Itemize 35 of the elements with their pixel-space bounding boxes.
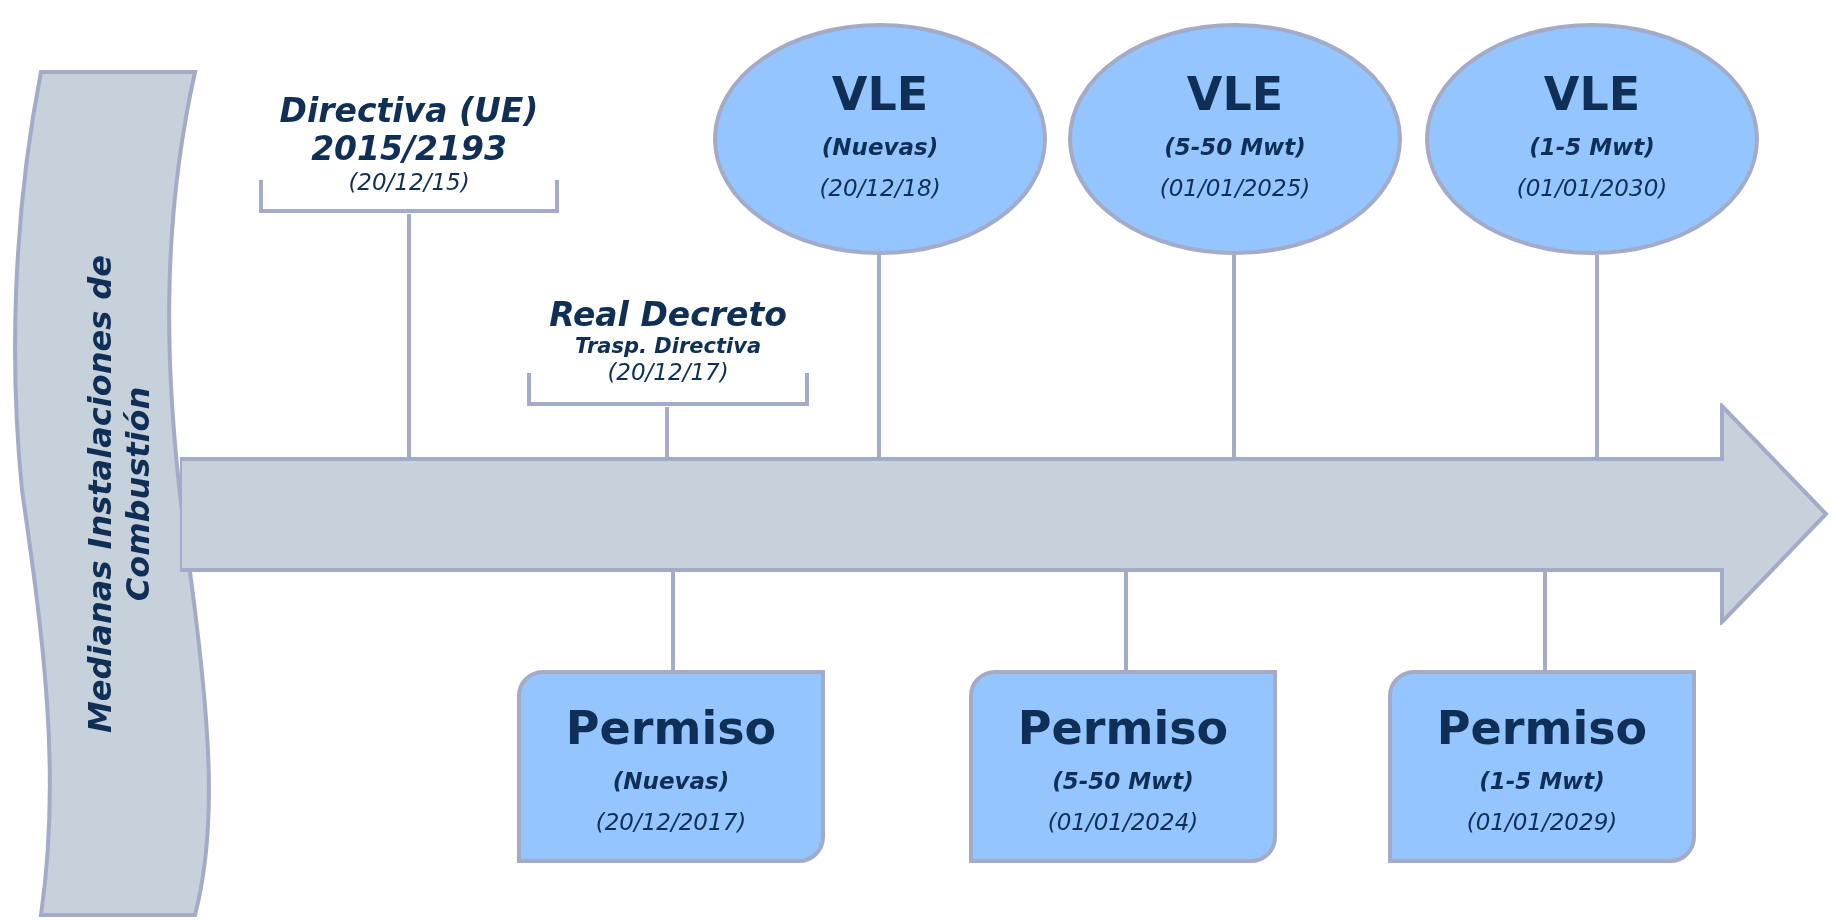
heading: Permiso xyxy=(565,699,777,757)
connector-line xyxy=(1124,570,1128,670)
heading: Permiso xyxy=(1436,699,1648,757)
heading: Permiso xyxy=(1017,699,1229,757)
connector-line xyxy=(665,407,669,459)
connector-line xyxy=(407,214,411,459)
connector-line xyxy=(1595,255,1599,459)
subtitle: (1-5 Mwt) xyxy=(1479,766,1605,796)
date-text: (20/12/17) xyxy=(607,358,729,386)
heading: VLE xyxy=(831,66,929,123)
date-text: (20/12/2017) xyxy=(595,807,747,837)
connector-line xyxy=(877,255,881,459)
banner-title: Medianas Instalaciones de Combustión xyxy=(80,253,157,735)
connector-line xyxy=(671,570,675,670)
heading: VLE xyxy=(1186,66,1284,123)
date-text: (01/01/2029) xyxy=(1466,807,1618,837)
permit-card xyxy=(969,670,1277,863)
subtitle: (Nuevas) xyxy=(821,133,939,162)
heading: VLE xyxy=(1543,66,1641,123)
milestone-subtitle: Trasp. Directiva xyxy=(574,334,762,358)
permit-card xyxy=(1388,670,1696,863)
connector-line xyxy=(1232,255,1236,459)
milestone-title: Real Decreto xyxy=(549,296,787,334)
subtitle: (1-5 Mwt) xyxy=(1529,133,1655,162)
permit-card xyxy=(517,670,825,863)
date-text: (20/12/18) xyxy=(819,174,941,203)
date-text: (01/01/2025) xyxy=(1159,174,1311,203)
subtitle: (5-50 Mwt) xyxy=(1164,133,1306,162)
date-text: (20/12/15) xyxy=(348,168,470,196)
date-text: (01/01/2024) xyxy=(1047,807,1199,837)
connector-line xyxy=(1543,570,1547,670)
milestone-title: Directiva (UE) 2015/2193 xyxy=(278,92,540,168)
date-text: (01/01/2030) xyxy=(1516,174,1668,203)
subtitle: (Nuevas) xyxy=(612,766,730,796)
subtitle: (5-50 Mwt) xyxy=(1052,766,1194,796)
